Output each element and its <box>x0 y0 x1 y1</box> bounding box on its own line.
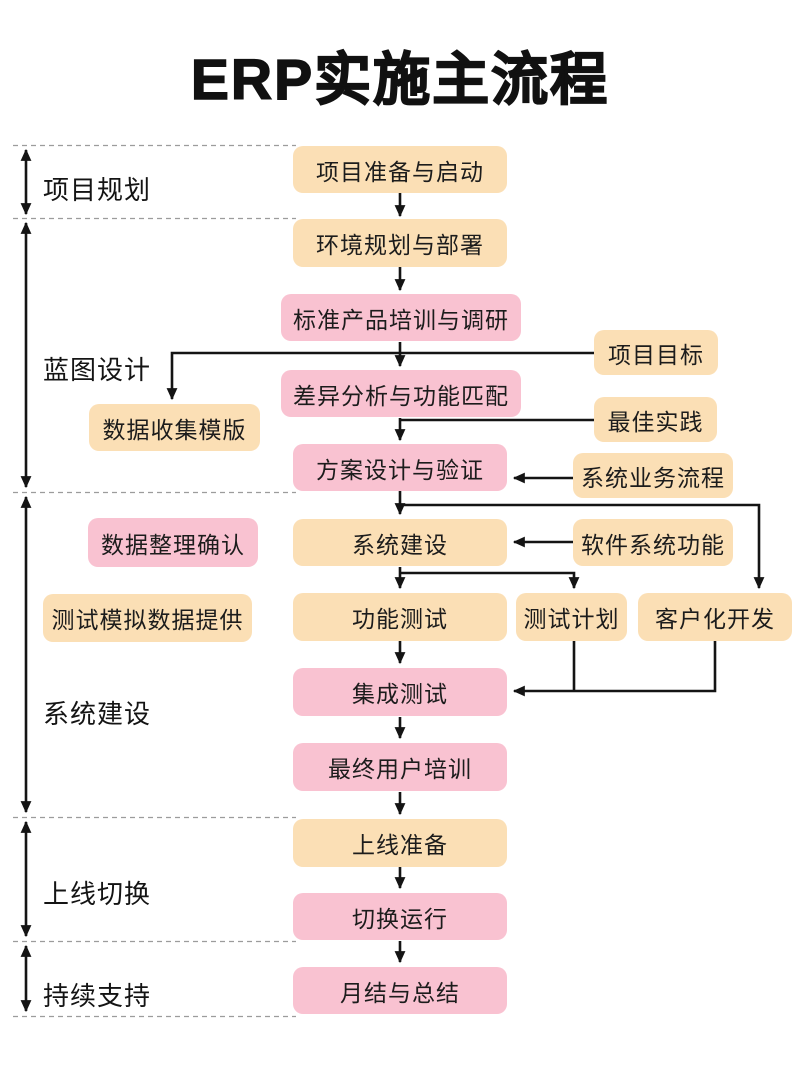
node-data-confirm: 数据整理确认 <box>88 518 258 567</box>
node-custom-dev: 客户化开发 <box>638 593 792 641</box>
node-golive-prep: 上线准备 <box>293 819 507 867</box>
node-solution-design: 方案设计与验证 <box>293 444 507 491</box>
node-test-plan: 测试计划 <box>516 593 627 641</box>
node-sys-business-flow: 系统业务流程 <box>573 453 733 498</box>
node-end-user-training: 最终用户培训 <box>293 743 507 791</box>
node-function-test: 功能测试 <box>293 593 507 641</box>
node-month-end-summary: 月结与总结 <box>293 967 507 1014</box>
phase-label-cutover: 上线切换 <box>43 879 152 909</box>
node-software-functions: 软件系统功能 <box>573 519 733 566</box>
node-std-training: 标准产品培训与调研 <box>281 294 521 341</box>
node-gap-analysis: 差异分析与功能匹配 <box>281 370 521 417</box>
node-cutover-run: 切换运行 <box>293 893 507 940</box>
node-integration-test: 集成测试 <box>293 668 507 716</box>
phase-label-support: 持续支持 <box>43 981 152 1011</box>
phase-label-construction: 系统建设 <box>43 699 152 729</box>
node-project-goals: 项目目标 <box>594 330 718 375</box>
node-system-build: 系统建设 <box>293 519 507 566</box>
phase-label-blueprint: 蓝图设计 <box>43 355 152 385</box>
phase-label-planning: 项目规划 <box>43 175 152 205</box>
phase-divider-lines <box>13 144 296 1018</box>
page-title: ERP实施主流程 <box>190 47 610 113</box>
flow-connectors <box>166 193 765 964</box>
node-env-planning: 环境规划与部署 <box>293 219 507 267</box>
node-best-practice: 最佳实践 <box>594 397 717 442</box>
node-test-mock-data: 测试模拟数据提供 <box>43 594 252 642</box>
node-data-template: 数据收集模版 <box>89 404 260 451</box>
node-project-prep: 项目准备与启动 <box>293 146 507 193</box>
